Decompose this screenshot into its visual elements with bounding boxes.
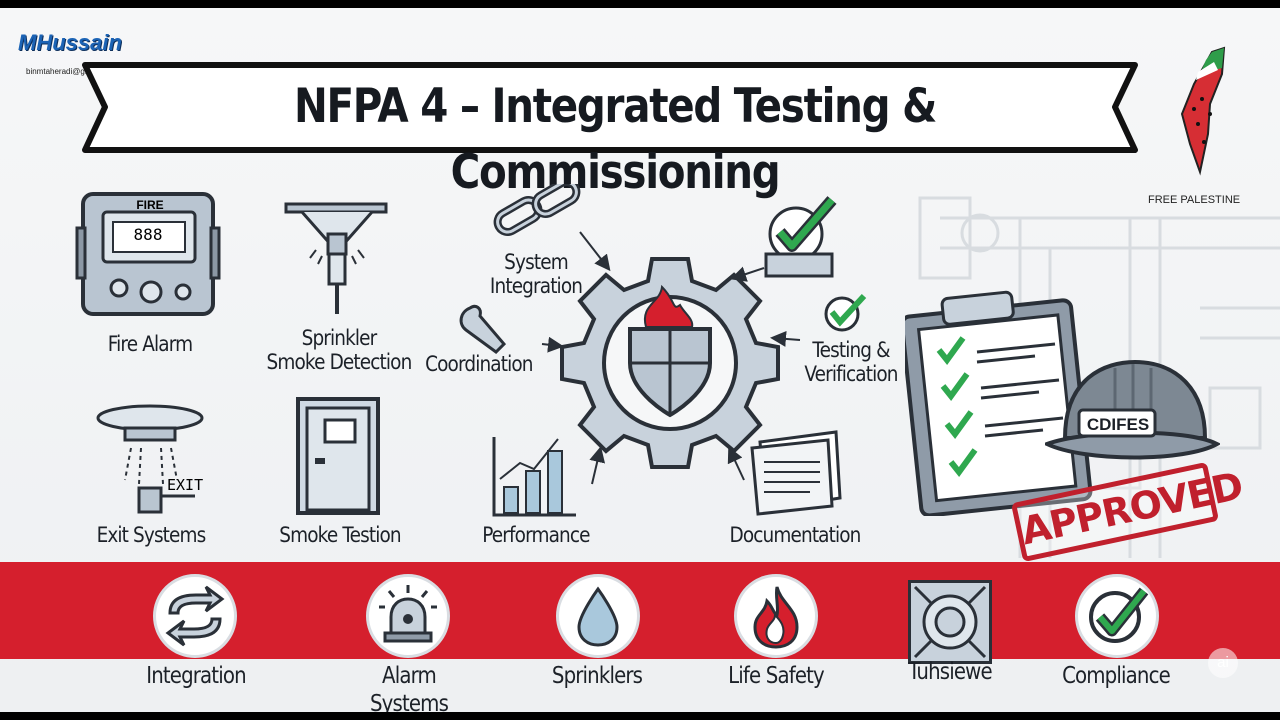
flow-arrows (541, 231, 801, 485)
ai-watermark: ai (1208, 648, 1238, 678)
label-coordination: Coordination (425, 352, 533, 376)
label-sprinkler-smoke: Sprinkler Smoke Detection (266, 326, 413, 374)
label-fire-alarm: Fire Alarm (107, 332, 193, 356)
label-testing-verification: Testing & Verification (804, 338, 898, 386)
label-smoke-testion: Smoke Testion (279, 523, 401, 547)
bottom-label-life-safety: Life Safety (728, 663, 825, 689)
label-exit-systems: Exit Systems (96, 523, 207, 547)
label-documentation: Documentation (729, 523, 861, 547)
label-system-integration: System Integration (489, 250, 583, 298)
water-drop-icon (577, 586, 619, 647)
page-title: NFPA 4 – Integrated Testing & Commission… (293, 79, 937, 200)
checklist-clipboard-icon (905, 290, 1093, 516)
author-email: binmtaheradi@gmbail.com (26, 67, 122, 76)
brand-logo: MHussain (18, 30, 122, 55)
palestine-map-icon (1180, 46, 1226, 176)
bottom-label-tuhsiewe: Tuhsiewe (908, 659, 992, 685)
bottom-label-compliance: Compliance (1062, 663, 1171, 689)
hard-hat-icon (1045, 359, 1220, 460)
valve-icon (913, 585, 987, 659)
life-safety-badge (734, 574, 818, 658)
fire-alarm-panel-icon (75, 192, 221, 316)
alarm-beacon-icon (379, 585, 437, 643)
bottom-label-integration: Integration (146, 663, 246, 689)
panel-fire-text: FIRE (136, 198, 164, 212)
sprinkler-head-icon (284, 202, 388, 314)
bar-chart-icon (492, 437, 576, 517)
chain-link-icon (493, 184, 581, 236)
sync-arrows-icon (165, 585, 225, 647)
wrench-icon (459, 304, 507, 354)
free-palestine-text: FREE PALESTINE (1148, 194, 1241, 206)
title-ribbon (82, 62, 1138, 153)
check-circle-icon (1089, 587, 1149, 643)
documents-icon (750, 430, 842, 516)
alarm-systems-badge (366, 574, 450, 658)
door-icon (296, 397, 380, 515)
exit-sign-icon (96, 404, 204, 514)
integration-badge (153, 574, 237, 658)
helmet-badge-text: CDIFES (1086, 415, 1150, 434)
bottom-label-alarm-systems: Alarm Systems (369, 663, 449, 712)
sprinklers-badge (556, 574, 640, 658)
gear-shield-icon (560, 257, 780, 469)
bottom-label-sprinklers: Sprinklers (551, 663, 643, 689)
label-performance: Performance (482, 523, 590, 547)
flame-icon (753, 586, 799, 649)
turnstile-badge (908, 580, 992, 664)
checkmark-device-icon (764, 196, 837, 278)
infographic-canvas: MHussain binmtaheradi@gmbail.com NFPA 4 … (0, 8, 1280, 712)
panel-display-text: 888 (133, 225, 163, 244)
exit-sign-text: EXIT (167, 476, 204, 494)
compliance-badge (1075, 574, 1159, 658)
checkmark-icon (824, 293, 867, 332)
